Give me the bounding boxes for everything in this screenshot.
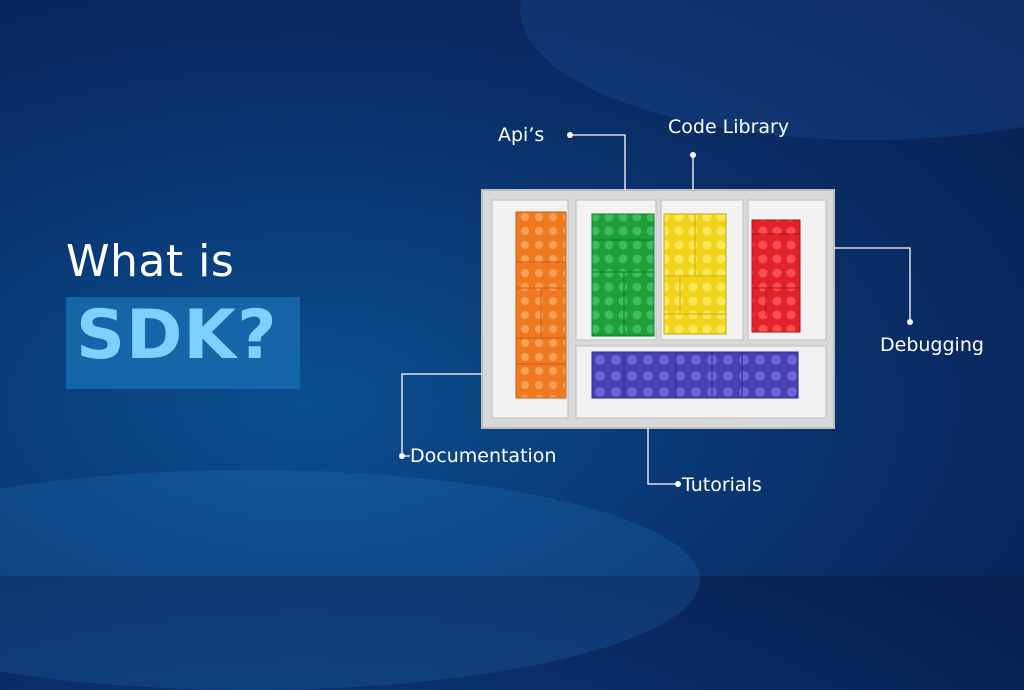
sdk-highlight-box — [66, 297, 300, 389]
headline-sdk: SDK? — [76, 296, 278, 375]
connector-documentation — [401, 373, 482, 457]
connector-dot-documentation — [399, 453, 405, 459]
label-documentation: Documentation — [410, 445, 557, 467]
headline-what-is: What is — [66, 236, 235, 287]
connector-tutorials — [647, 428, 678, 485]
label-debugging: Debugging — [880, 334, 984, 356]
label-apis: Api’s — [498, 124, 545, 146]
connector-apis — [570, 134, 626, 190]
sdk-box-diagram — [399, 132, 913, 487]
label-code-library: Code Library — [668, 116, 790, 138]
connector-debugging — [834, 247, 911, 322]
red-bricks — [751, 219, 801, 333]
connector-dot-code-library — [690, 152, 696, 158]
connector-dot-apis — [567, 132, 573, 138]
label-tutorials: Tutorials — [682, 474, 762, 496]
purple-bricks — [591, 351, 799, 399]
connector-dot-tutorials — [675, 481, 681, 487]
green-bricks — [591, 213, 655, 337]
connector-dot-debugging — [907, 319, 913, 325]
